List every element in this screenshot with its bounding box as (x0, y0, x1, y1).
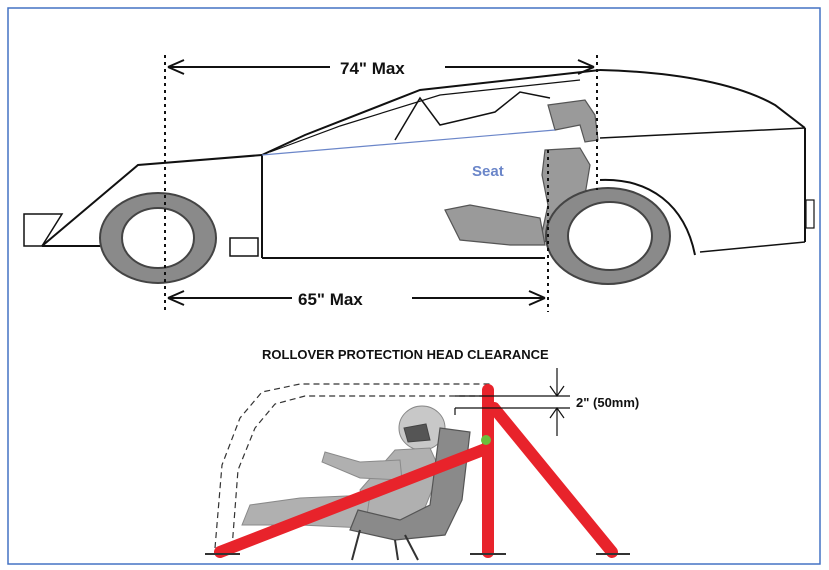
roll-bar-rear-brace (488, 402, 618, 558)
car-hood-line (41, 154, 263, 247)
car-side-view (23, 69, 815, 259)
clearance-label: 2" (50mm) (576, 395, 639, 410)
dim-bottom-arrowhead-left (167, 290, 185, 306)
dim-bottom-arrow (167, 290, 546, 306)
seat-headrest (547, 99, 599, 143)
rollover-title: ROLLOVER PROTECTION HEAD CLEARANCE (262, 347, 549, 362)
racing-seat-shell (349, 427, 471, 541)
rear-wheel-arch (599, 178, 696, 256)
cage-outline-inner (231, 395, 490, 549)
front-suspension (229, 237, 259, 257)
front-bumper (23, 213, 64, 247)
cage-outline-outer (214, 383, 490, 549)
front-rim (121, 207, 195, 269)
frame-border (7, 7, 821, 565)
dim-top-arrowhead-right (577, 59, 595, 75)
front-wheel (99, 192, 259, 284)
racing-seat (349, 427, 471, 561)
seat-label: Seat (472, 163, 504, 180)
rear-bumper (805, 199, 815, 229)
clearance-arrowhead-bottom (549, 406, 565, 419)
seat-bottom (444, 204, 546, 246)
dim-bottom-label: 65" Max (298, 290, 363, 309)
dim-bottom-arrowhead-right (528, 290, 546, 306)
rear-rim (567, 201, 653, 271)
dim-top-arrowhead-left (167, 59, 185, 75)
clearance-dimension (454, 368, 570, 436)
roll-bar-diagonal-brace (214, 442, 494, 558)
rear-wheel (545, 187, 671, 285)
windshield-inner-line (269, 79, 581, 153)
cage-outline (214, 383, 490, 549)
seat-mount-legs (351, 529, 419, 561)
roll-bar (214, 384, 618, 558)
green-marker (481, 435, 491, 445)
roll-cage-struts (394, 91, 551, 141)
driver-figure (241, 405, 446, 529)
car-roof-line (261, 69, 601, 156)
rear-deck-line (599, 69, 806, 129)
seat-reference-line (261, 129, 556, 156)
dim-top-label: 74" Max (340, 59, 405, 78)
car-seat (444, 99, 599, 246)
belt-line (599, 127, 806, 139)
rear-underbody (699, 241, 806, 253)
dimension-reference-lines (164, 55, 598, 312)
dim-top-arrow (167, 59, 595, 75)
clearance-arrowhead-top (549, 385, 565, 398)
helmet-visor (403, 423, 431, 443)
